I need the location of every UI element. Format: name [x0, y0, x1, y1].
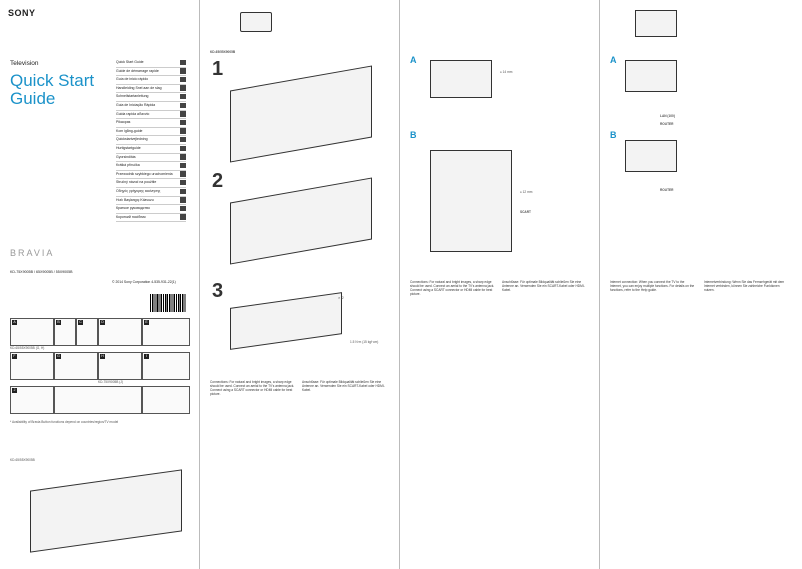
accessory-l	[142, 386, 190, 414]
language-item: Gyorsindítás	[116, 153, 186, 163]
accessory-group-label: KD-75X9005B (J)	[98, 380, 123, 384]
language-item: Kom igång-guide	[116, 127, 186, 137]
copyright: © 2014 Sony Corporation 4-535-931-22(1)	[112, 280, 176, 284]
section-label: A	[610, 55, 617, 65]
lan-label: LAN (100)	[660, 114, 675, 118]
internet-notes-left: Internet connection: When you connect th…	[610, 280, 695, 293]
step-number: 2	[212, 170, 224, 192]
accessory-group-label: KD-65/55X9005B (G, H)	[10, 346, 45, 350]
distance-label: ≤ 12 mm	[520, 190, 533, 194]
accessory-e: E	[142, 318, 190, 346]
internet-panel: A LAN (100) ROUTER B ROUTER Internet con…	[600, 0, 802, 569]
language-item: Stručný návod na použitie	[116, 178, 186, 188]
series-logo: BRAVIA	[10, 248, 55, 258]
tv-stand-illustration	[230, 177, 372, 265]
step-number: 3	[212, 280, 224, 302]
product-type: Television	[10, 60, 39, 67]
accessory-g: G	[54, 352, 98, 380]
router-label: ROUTER	[660, 122, 674, 126]
accessory-f: F	[10, 352, 54, 380]
language-item: Hızlı Başlangıç Kılavuzu	[116, 196, 186, 206]
title-line-2: Guide	[10, 89, 56, 108]
accessory-d: D	[98, 318, 142, 346]
accessory-b: B	[54, 318, 76, 346]
assembly-panel: KD-65/55X9005B 1 2 3 × 2 1.5 N·m (15 kgf…	[200, 0, 400, 569]
distance-label: ≤ 14 mm	[500, 70, 513, 74]
barcode-image	[150, 294, 186, 312]
language-item: Quickstartvejledning	[116, 135, 186, 145]
accessory-c: C	[76, 318, 98, 346]
language-item: Οδηγός γρήγορης εκκίνησης	[116, 187, 186, 197]
language-item: Quick Start Guide	[116, 58, 186, 68]
language-item: Schnellstartanleitung	[116, 92, 186, 102]
tv-back-illustration	[430, 60, 492, 98]
tv-icon	[240, 12, 272, 32]
tv-wifi-icon	[635, 10, 677, 37]
note-text: Anschlüsse: Für optimale Bildqualität sc…	[302, 380, 385, 393]
accessory-a: A	[10, 318, 54, 346]
accessory-j: J	[10, 386, 54, 414]
language-item: Guida rapida all'avvio	[116, 110, 186, 120]
language-item: Короткий посібник	[116, 213, 186, 223]
torque-note: 1.5 N·m (15 kgf·cm)	[350, 340, 379, 344]
connections-panel: A ≤ 14 mm B ≤ 12 mm SCART Connections: F…	[400, 0, 600, 569]
language-item: Hurtigstartguide	[116, 144, 186, 154]
internet-notes-right: Internetverbindung: Wenn Sie das Fernseh…	[704, 280, 785, 293]
model-header: KD-65/55X9005B	[210, 50, 236, 54]
section-label: B	[610, 130, 617, 140]
accessory-k	[54, 386, 142, 414]
cover-panel: SONY Television Quick Start Guide Quick …	[0, 0, 200, 569]
tv-stand-screw-illustration	[230, 292, 342, 350]
language-item: Handleiding Snel aan de slag	[116, 84, 186, 94]
screw-count: × 2	[338, 295, 344, 300]
brand-logo: SONY	[8, 8, 36, 18]
assembly-notes-left: Connections: For natural and bright imag…	[210, 380, 296, 396]
scart-label: SCART	[520, 210, 531, 214]
step-number: 1	[212, 58, 224, 80]
language-item: Guia de Iniciação Rápida	[116, 101, 186, 111]
tv-wireless-illustration	[625, 140, 677, 172]
language-item: Przewodnik szybkiego uruchomienia	[116, 170, 186, 180]
accessory-i: I	[142, 352, 190, 380]
accessory-h: H	[98, 352, 142, 380]
model-label: KD-65/55X9005B	[10, 458, 35, 462]
model-numbers: KD-75X9005B / 65X9005B / 55X9005B	[10, 270, 73, 274]
tv-box-illustration	[30, 469, 182, 553]
footnote: * Availability of Bravia Button function…	[10, 420, 119, 424]
connection-notes-right: Anschlüsse: Für optimale Bildqualität sc…	[502, 280, 585, 293]
connection-notes-left: Connections: For natural and bright imag…	[410, 280, 495, 297]
section-label: A	[410, 55, 417, 65]
page-title: Quick Start Guide	[10, 72, 94, 108]
tv-connections-illustration	[430, 150, 512, 252]
language-item: Guide de démarrage rapide	[116, 67, 186, 77]
tv-lan-illustration	[625, 60, 677, 92]
title-line-1: Quick Start	[10, 71, 95, 90]
assembly-notes-right: Anschlüsse: Für optimale Bildqualität sc…	[302, 380, 388, 392]
note-text: Connections: For natural and bright imag…	[210, 380, 295, 397]
language-item: Krátká příručka	[116, 161, 186, 171]
language-item: Краткое руководство	[116, 204, 186, 214]
language-item: Pikaopas	[116, 118, 186, 128]
section-label: B	[410, 130, 417, 140]
tv-lying-illustration	[230, 65, 372, 163]
router-label: ROUTER	[660, 188, 674, 192]
language-item: Guía de inicio rápido	[116, 75, 186, 85]
